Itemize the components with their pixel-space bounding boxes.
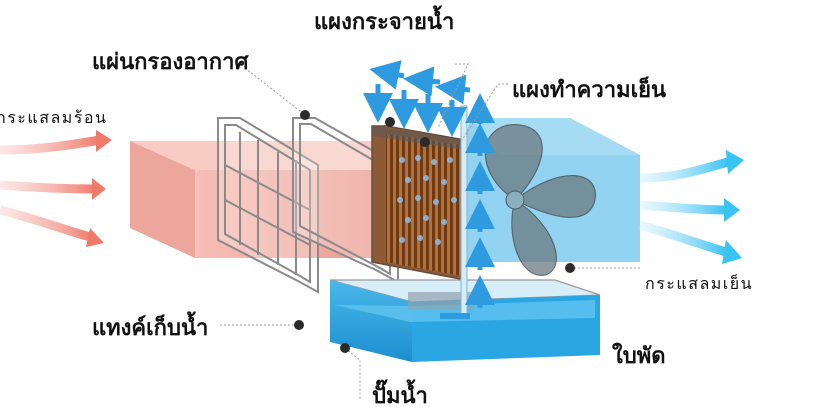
fan-blade — [484, 124, 596, 276]
label-pump: ปั๊มน้ำ — [372, 384, 428, 409]
callout-leaders — [220, 63, 640, 400]
callout-dots — [294, 110, 575, 353]
label-cool-air: กระแสลมเย็น — [645, 274, 754, 293]
cool-air-arrows — [638, 150, 744, 264]
cooling-pad — [371, 125, 466, 281]
hot-air-arrows — [0, 130, 112, 247]
label-water-tank: แทงค์เก็บน้ำ — [92, 316, 209, 341]
water-flow-arrows — [363, 60, 495, 308]
label-hot-air: กระแสลมร้อน — [0, 108, 108, 127]
label-cooling-pad: แผงทำความเย็น — [512, 78, 667, 103]
label-air-filter: แผ่นกรองอากาศ — [92, 50, 249, 75]
label-fan-blade: ใบพัด — [612, 344, 666, 369]
label-distributor: แผงกระจายน้ำ — [314, 10, 455, 35]
